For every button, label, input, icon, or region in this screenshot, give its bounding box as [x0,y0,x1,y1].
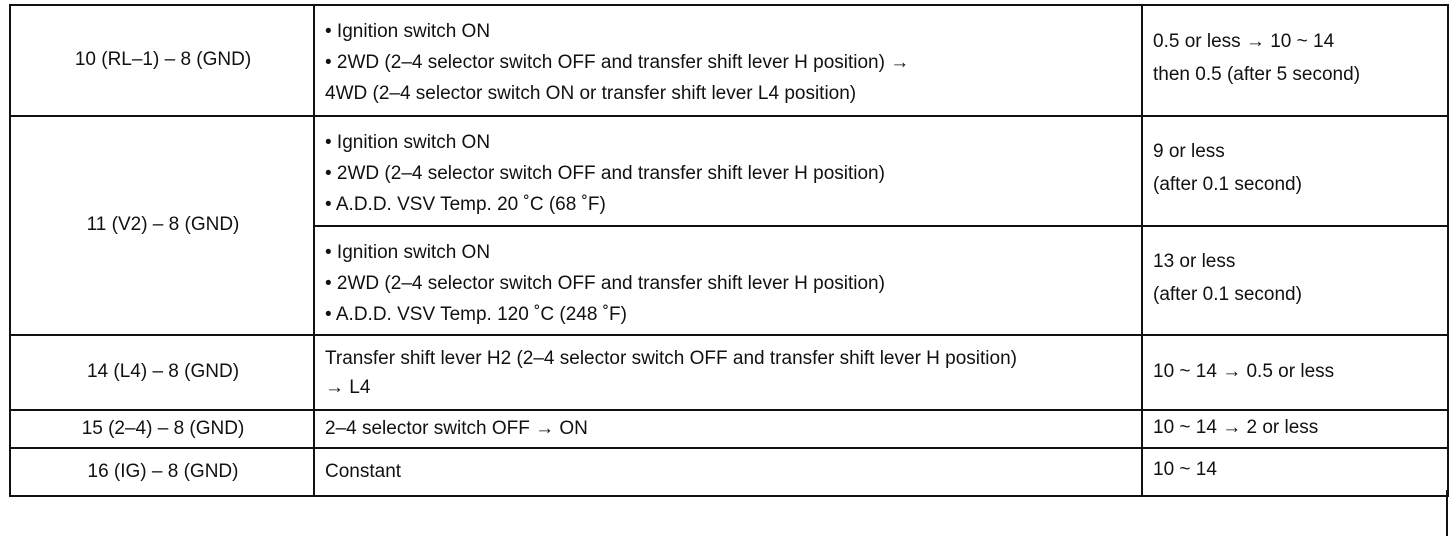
terminal-cell: 10 (RL–1) – 8 (GND) [9,4,315,117]
value-cell: 10 ~ 14 [1141,447,1449,498]
value-cell: 0.5 or less → 10 ~ 14 then 0.5 (after 5 … [1141,4,1449,117]
value-line: (after 0.1 second) [1153,283,1302,305]
value-line: 0.5 or less → 10 ~ 14 [1153,30,1335,52]
value-cell: 10 ~ 14 → 0.5 or less [1141,334,1449,412]
value-cell: 13 or less (after 0.1 second) [1141,224,1449,337]
table-row: 10 (RL–1) – 8 (GND) • Ignition switch ON… [9,4,1449,117]
value-cell: 10 ~ 14 → 2 or less [1141,409,1449,450]
condition-line: • A.D.D. VSV Temp. 120 ˚C (248 ˚F) [325,303,627,325]
terminal-cell: 15 (2–4) – 8 (GND) [9,409,315,450]
condition-cell: • Ignition switch ON • 2WD (2–4 selector… [313,115,1143,227]
condition-line: • Ignition switch ON [325,132,491,153]
table-row: • Ignition switch ON • 2WD (2–4 selector… [10,224,1449,337]
condition-line: • Ignition switch ON [325,242,491,263]
value-line: (after 0.1 second) [1153,174,1302,195]
condition-line: • 2WD (2–4 selector switch OFF and trans… [325,51,910,73]
value-line: 13 or less [1153,250,1236,272]
terminal-spec-table: 10 (RL–1) – 8 (GND) • Ignition switch ON… [9,4,1449,498]
condition-line: • 2WD (2–4 selector switch OFF and trans… [325,272,885,294]
condition-cell: 2–4 selector switch OFF → ON [313,409,1143,450]
condition-cell: Constant [313,447,1143,498]
terminal-cell: 16 (IG) – 8 (GND) [9,447,315,498]
value-line: then 0.5 (after 5 second) [1153,63,1361,85]
table-row: 16 (IG) – 8 (GND) Constant 10 ~ 14 [9,447,1449,498]
condition-line: • Ignition switch ON [325,21,491,42]
condition-cell: Transfer shift lever H2 (2–4 selector sw… [313,334,1143,412]
condition-line: 4WD (2–4 selector switch ON or transfer … [325,82,857,104]
value-cell: 9 or less (after 0.1 second) [1141,115,1449,227]
condition-line: Transfer shift lever H2 (2–4 selector sw… [325,348,1017,370]
value-line: 9 or less [1153,141,1225,163]
condition-cell: • Ignition switch ON • 2WD (2–4 selector… [313,224,1143,337]
condition-line: • 2WD (2–4 selector switch OFF and trans… [325,162,885,184]
page-edge-line [1446,490,1448,536]
condition-line: • A.D.D. VSV Temp. 20 ˚C (68 ˚F) [325,193,606,215]
value-line: 10 ~ 14 → 0.5 or less [1153,361,1335,383]
condition-cell: • Ignition switch ON • 2WD (2–4 selector… [313,4,1143,117]
condition-line: 2–4 selector switch OFF → ON [325,417,588,439]
value-line: 10 ~ 14 → 2 or less [1153,417,1319,439]
table-row: 11 (V2) – 8 (GND) • Ignition switch ON •… [9,114,1449,337]
value-line: 10 ~ 14 [1153,459,1217,481]
condition-line: Constant [325,460,402,482]
terminal-cell: 11 (V2) – 8 (GND) [9,114,315,337]
table-row: 14 (L4) – 8 (GND) Transfer shift lever H… [9,334,1449,412]
terminal-cell: 14 (L4) – 8 (GND) [9,334,315,412]
table-row: 15 (2–4) – 8 (GND) 2–4 selector switch O… [9,409,1449,450]
condition-line: → L4 [325,376,371,398]
